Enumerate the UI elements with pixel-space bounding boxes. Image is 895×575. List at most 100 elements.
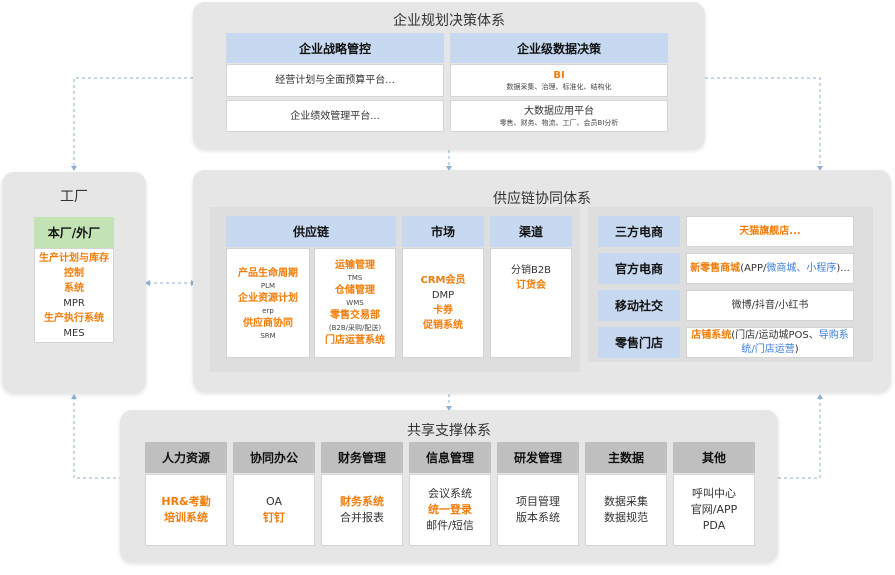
ecom-header: 零售门店 — [598, 327, 680, 358]
arrow-head — [446, 166, 452, 171]
shared-column-line: 财务系统 — [340, 495, 384, 508]
arrow-head — [446, 406, 452, 411]
planning-title: 企业规划决策体系 — [393, 13, 505, 29]
supply-chain-line: WMS — [346, 299, 364, 307]
market-line: CRM会员 — [420, 275, 466, 286]
supply-chain-left-box[interactable]: 产品生命周期 PLM 企业资源计划 erp 供应商协同 SRM — [226, 248, 310, 358]
factory-line: 生产计划与库存控制 — [39, 252, 109, 279]
shared-column-line: 数据采集 — [604, 495, 648, 508]
connector-top-factory — [73, 77, 193, 168]
ecom-systems-box[interactable]: 天猫旗舰店... — [686, 216, 854, 247]
shared-column-line: 统一登录 — [428, 503, 472, 516]
strategy-item-performance[interactable]: 企业绩效管理平台... — [226, 100, 444, 132]
shared-column-line: 呼叫中心 — [692, 487, 736, 500]
shared-column-box[interactable]: 数据采集数据规范 — [585, 474, 667, 546]
shared-column-line: 培训系统 — [164, 511, 208, 524]
shared-column-line: 官网/APP — [690, 503, 738, 516]
shared-column-header: 财务管理 — [321, 442, 403, 473]
market-header: 市场 — [402, 216, 484, 247]
ecom-systems-text: )... — [836, 262, 850, 274]
ecom-systems-text: 导购系统/门店运营 — [741, 329, 849, 355]
ecom-systems-line: 店铺系统(门店/运动城POS、导购系统/门店运营) — [687, 329, 853, 357]
factory-header: 本厂/外厂 — [34, 217, 114, 248]
factory-line: 系统 — [64, 282, 84, 294]
market-box[interactable]: CRM会员 DMP 卡券促销系统 — [402, 248, 484, 358]
arrow-head — [817, 166, 823, 171]
ecom-systems-text: 店铺系统 — [691, 329, 732, 341]
connector-supply-shared — [778, 397, 821, 479]
supply-title: 供应链协同体系 — [493, 191, 591, 207]
strategy-item-performance-label: 企业绩效管理平台... — [290, 110, 380, 122]
arrow-head — [145, 280, 150, 286]
factory-line: MPR — [63, 297, 85, 309]
bigdata-title: 大数据应用平台 — [524, 105, 594, 117]
connector-top-supply-right — [705, 77, 821, 168]
shared-column-header: 主数据 — [585, 442, 667, 473]
ecom-header: 移动社交 — [598, 290, 680, 321]
shared-column-line: 会议系统 — [428, 487, 472, 500]
shared-column-line: 钉钉 — [263, 511, 285, 524]
supply-chain-line: 企业资源计划 — [238, 292, 298, 304]
ecom-systems-box[interactable]: 新零售商城(APP/微商城、小程序)... — [686, 253, 854, 284]
factory-line: MES — [63, 327, 85, 339]
bigdata-box[interactable]: 大数据应用平台 零售、财务、物流、工厂、会员BI分析 — [450, 100, 668, 132]
shared-column-header: 研发管理 — [497, 442, 579, 473]
strategy-item-budget[interactable]: 经营计划与全面预算平台... — [226, 64, 444, 97]
ecom-systems-line: 天猫旗舰店... — [739, 225, 800, 239]
supply-chain-line: 供应商协同 — [243, 317, 293, 329]
supply-chain-line: 运输管理 — [335, 260, 375, 271]
shared-column-header: 协同办公 — [233, 442, 315, 473]
shared-column-box[interactable]: HR&考勤培训系统 — [145, 474, 227, 546]
shared-column-box[interactable]: 会议系统统一登录邮件/短信 — [409, 474, 491, 546]
market-line: 卡券 — [433, 305, 453, 316]
ecom-systems-line: 微博/抖音/小红书 — [732, 299, 809, 313]
supply-chain-line: SRM — [260, 331, 276, 340]
shared-column-box[interactable]: 财务系统合并报表 — [321, 474, 403, 546]
channel-header: 渠道 — [490, 216, 572, 247]
supply-chain-line: 门店运营系统 — [325, 335, 385, 346]
bi-subtitle: 数据采集、治理、标准化、结构化 — [506, 83, 612, 91]
ecom-systems-text: 微商城、小程序 — [766, 262, 837, 274]
ecom-systems-box[interactable]: 店铺系统(门店/运动城POS、导购系统/门店运营) — [686, 327, 854, 358]
supply-chain-header: 供应链 — [226, 216, 396, 247]
ecom-systems-text: (APP/ — [740, 262, 767, 274]
shared-column-line: 数据规范 — [604, 511, 648, 524]
supply-chain-line: 产品生命周期 — [238, 267, 298, 279]
bi-title: BI — [553, 70, 565, 81]
strategy-header: 企业战略管控 — [226, 33, 444, 63]
shared-column-line: PDA — [702, 519, 726, 532]
ecom-systems-text: ) — [794, 343, 799, 355]
strategy-item-budget-label: 经营计划与全面预算平台... — [275, 75, 395, 86]
shared-column-header: 其他 — [673, 442, 755, 473]
shared-column-header: 人力资源 — [145, 442, 227, 473]
ecom-systems-box[interactable]: 微博/抖音/小红书 — [686, 290, 854, 321]
arrow-head — [817, 394, 823, 399]
factory-title: 工厂 — [60, 189, 88, 205]
market-line: 促销系统 — [423, 320, 463, 331]
factory-line: 生产执行系统 — [44, 312, 104, 324]
channel-line: 分销B2B — [510, 265, 552, 276]
shared-column-header: 信息管理 — [409, 442, 491, 473]
shared-column-box[interactable]: 项目管理版本系统 — [497, 474, 579, 546]
supply-chain-line: 零售交易部 — [330, 310, 380, 321]
arrow-head — [71, 166, 77, 171]
supply-chain-line: TMS — [347, 274, 363, 282]
shared-column-line: 版本系统 — [516, 511, 560, 524]
supply-chain-line: (B2B/采购/配送) — [328, 324, 382, 332]
ecom-systems-text: 微博/抖音/小红书 — [731, 299, 809, 311]
supply-chain-line: erp — [262, 306, 274, 315]
factory-box[interactable]: 生产计划与库存控制系统 MPR 生产执行系统 MES — [34, 248, 114, 343]
shared-column-box[interactable]: 呼叫中心官网/APP PDA — [673, 474, 755, 546]
shared-column-line: 合并报表 — [340, 511, 384, 524]
ecom-systems-text: 新零售商城 — [690, 262, 741, 274]
shared-column-line: HR&考勤 — [161, 495, 211, 508]
bi-box[interactable]: BI 数据采集、治理、标准化、结构化 — [450, 64, 668, 97]
market-line: DMP — [431, 290, 455, 301]
ecom-header: 三方电商 — [598, 216, 680, 247]
supply-chain-line: PLM — [260, 281, 276, 290]
data-decision-header: 企业级数据决策 — [450, 33, 668, 63]
